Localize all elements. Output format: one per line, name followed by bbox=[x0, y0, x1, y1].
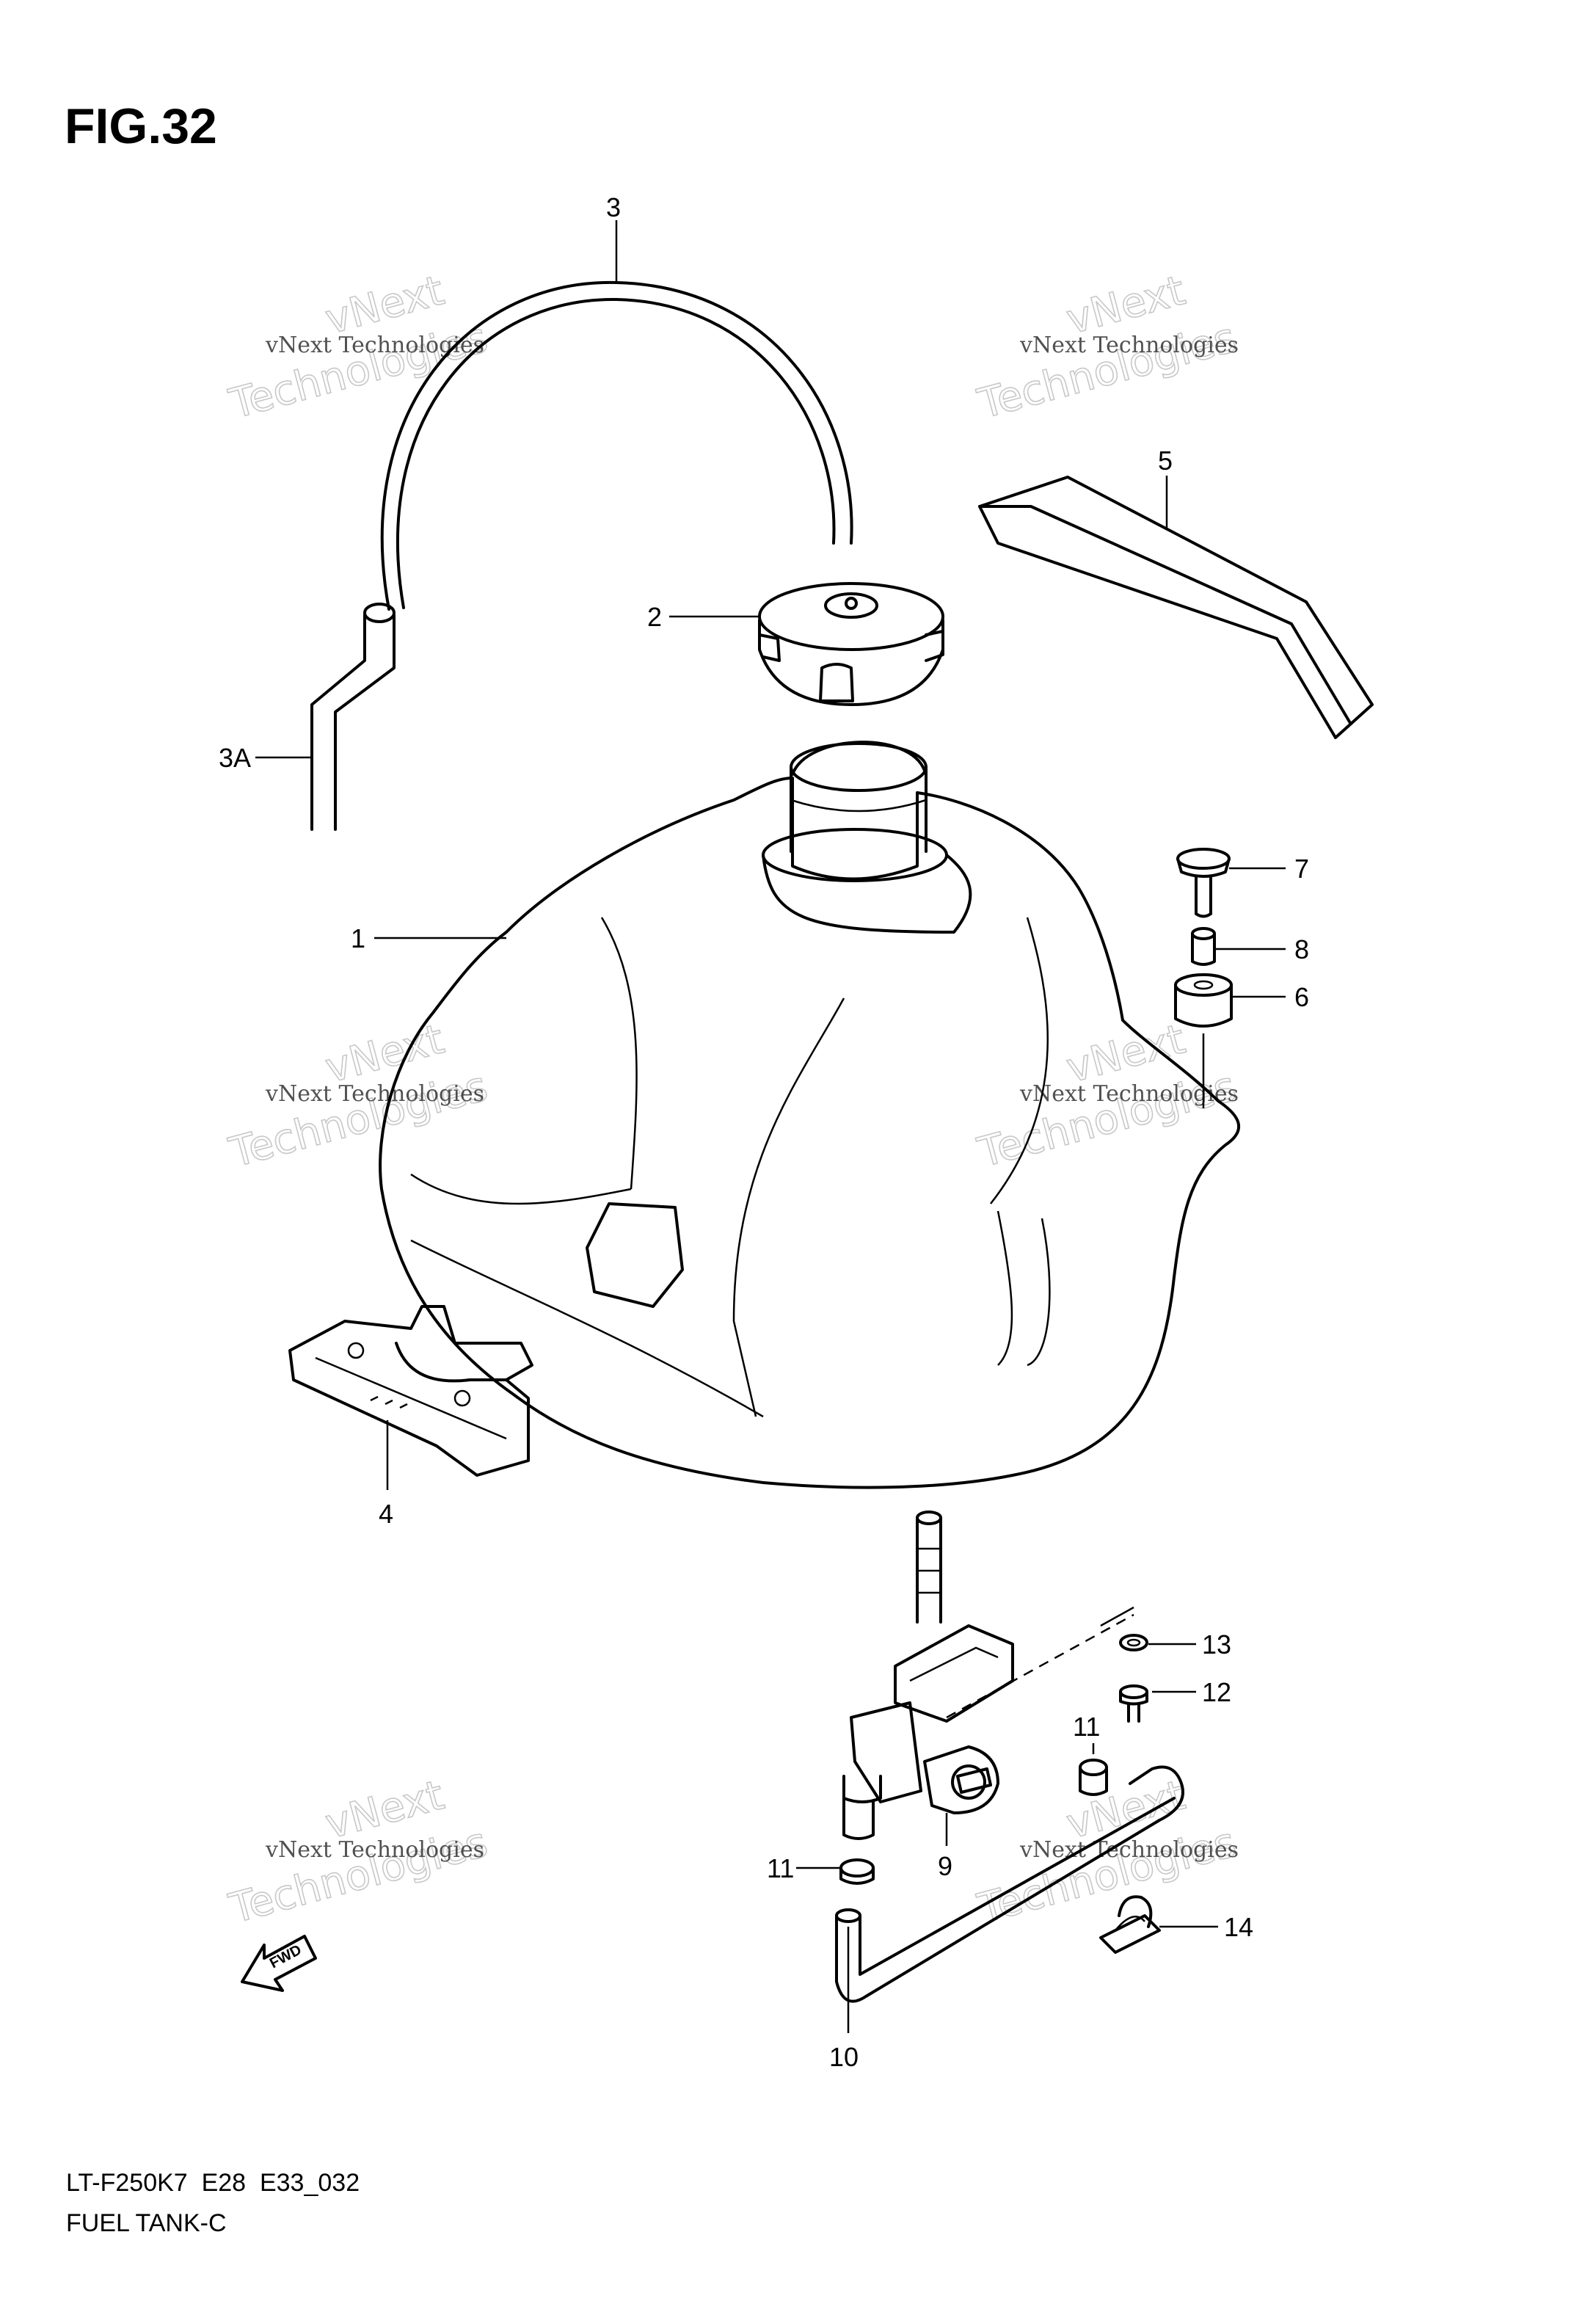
callout-11-upper: 11 bbox=[1073, 1712, 1100, 1742]
breather-hose-short[interactable] bbox=[310, 603, 396, 831]
tank-bracket[interactable] bbox=[288, 1305, 533, 1477]
callout-13: 13 bbox=[1202, 1629, 1231, 1660]
callout-14: 14 bbox=[1224, 1912, 1253, 1942]
callout-10: 10 bbox=[829, 2042, 859, 2072]
callout-7: 7 bbox=[1294, 854, 1309, 884]
fuel-tank[interactable] bbox=[379, 741, 1241, 1489]
watermark-top-right: Technologies vNext vNext Technologies bbox=[972, 266, 1242, 429]
leader-lines bbox=[255, 220, 1286, 2033]
watermark-mid-left: Technologies vNext vNext Technologies bbox=[224, 1015, 493, 1178]
hose-clamp-upper[interactable] bbox=[1079, 1759, 1108, 1796]
fwd-arrow-icon: FWD bbox=[241, 1935, 317, 1992]
svg-text:vNext Technologies: vNext Technologies bbox=[265, 332, 484, 358]
svg-text:vNext Technologies: vNext Technologies bbox=[1019, 1837, 1239, 1863]
fuel-cock-screw[interactable] bbox=[1119, 1684, 1148, 1723]
callout-3: 3 bbox=[606, 192, 621, 222]
diagram-title: FUEL TANK-C bbox=[66, 2209, 227, 2237]
cushion[interactable] bbox=[1174, 973, 1233, 1028]
callout-9: 9 bbox=[938, 1851, 952, 1881]
svg-text:vNext Technologies: vNext Technologies bbox=[265, 1081, 484, 1107]
fuel-tank-protector[interactable] bbox=[978, 476, 1374, 739]
callout-3a: 3A bbox=[219, 743, 251, 773]
callout-4: 4 bbox=[379, 1499, 393, 1529]
svg-text:vNext Technologies: vNext Technologies bbox=[1019, 1081, 1239, 1107]
fuel-cock[interactable] bbox=[842, 1511, 1014, 1840]
assembly-line bbox=[946, 1613, 1134, 1719]
watermark-bottom-left: Technologies vNext vNext Technologies bbox=[224, 1771, 493, 1934]
collar[interactable] bbox=[1191, 927, 1216, 966]
callout-2: 2 bbox=[647, 602, 662, 632]
tank-bolt[interactable] bbox=[1176, 848, 1231, 918]
svg-text:vNext Technologies: vNext Technologies bbox=[1019, 332, 1239, 358]
hose-clip[interactable] bbox=[1099, 1895, 1161, 1954]
washer[interactable] bbox=[1119, 1634, 1148, 1651]
svg-text:vNext Technologies: vNext Technologies bbox=[265, 1837, 484, 1863]
watermark-mid-right: Technologies vNext vNext Technologies bbox=[972, 1015, 1242, 1178]
model-code: LT-F250K7 E28 E33_032 bbox=[66, 2169, 360, 2197]
callout-11-lower: 11 bbox=[767, 1853, 794, 1883]
fuel-cap[interactable] bbox=[758, 582, 944, 706]
hose-clamp-lower[interactable] bbox=[839, 1858, 875, 1885]
callout-8: 8 bbox=[1294, 934, 1309, 964]
assembly-line-2 bbox=[1100, 1606, 1134, 1627]
figure-number: FIG.32 bbox=[65, 98, 217, 154]
callout-6: 6 bbox=[1294, 982, 1309, 1012]
callout-1: 1 bbox=[351, 923, 365, 953]
callout-12: 12 bbox=[1202, 1677, 1231, 1707]
callout-5: 5 bbox=[1158, 446, 1173, 476]
